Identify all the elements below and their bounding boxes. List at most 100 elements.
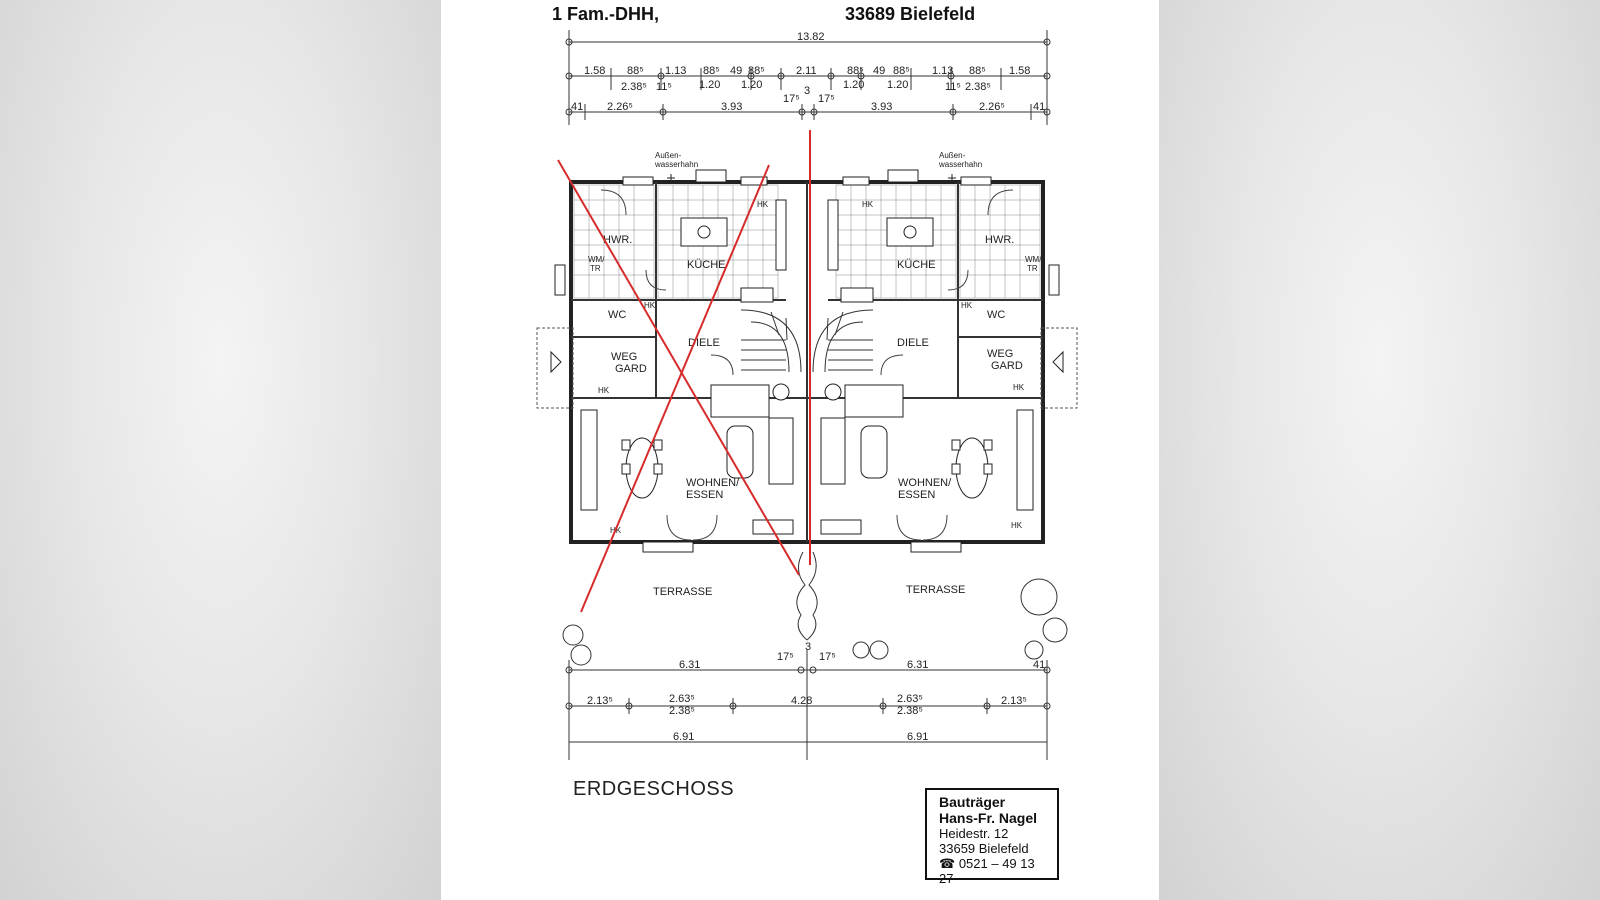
dim-top: 1.58 <box>584 65 605 77</box>
room-label: ESSEN <box>686 489 723 501</box>
builder-title: Bauträger <box>939 794 1006 810</box>
kitchen-island-right <box>827 199 934 303</box>
room-label: WOHNEN/ <box>686 477 740 489</box>
builder-city: 33659 Bielefeld <box>939 841 1029 856</box>
dim-top: 1.20 <box>887 79 908 91</box>
kitchen-island-left <box>680 199 787 303</box>
title-house-type: 1 Fam.-DHH, <box>552 4 660 24</box>
dim-top: 17⁵ <box>818 93 835 105</box>
entry-arrows <box>550 350 1064 374</box>
dim-top: 1.13 <box>932 65 953 77</box>
doors <box>600 189 1014 541</box>
dim-total-width: 13.82 <box>797 31 825 43</box>
furniture-right <box>820 383 1034 511</box>
side-entries <box>536 327 1078 409</box>
dim-bottom: 6.31 <box>679 659 700 671</box>
radiator-label: HK <box>644 301 656 310</box>
tap-label: wasserhahn <box>654 160 698 169</box>
windows <box>554 169 1060 553</box>
radiator-label: HK <box>1013 383 1025 392</box>
dim-top: 2.38⁵ <box>621 81 647 93</box>
builder-phone-row: ☎ 0521 – 49 13 27 <box>939 856 1051 886</box>
bottom-dimension-markers <box>565 666 1051 710</box>
appliance-label: TR <box>590 264 601 273</box>
room-label: WEG <box>611 351 637 363</box>
garden-path <box>796 551 818 641</box>
dim-top: 41 <box>571 101 583 113</box>
radiator-label: HK <box>862 200 874 209</box>
dim-bottom: 6.31 <box>907 659 928 671</box>
dim-top: 1.20 <box>699 79 720 91</box>
dim-bottom: 2.38⁵ <box>897 705 923 717</box>
staircase-left <box>740 309 802 373</box>
room-label: GARD <box>991 360 1023 372</box>
tap-label: Außen- <box>655 151 682 160</box>
dim-top: 88⁵ <box>703 65 720 77</box>
dim-top: 41 <box>1033 101 1045 113</box>
top-dimension-lines <box>568 30 1048 125</box>
dim-top: 88⁵ <box>893 65 910 77</box>
room-label: KÜCHE <box>897 259 936 271</box>
dim-bottom: 17⁵ <box>819 651 836 663</box>
floor-plan-sheet: 1 Fam.-DHH, 33689 Bielefeld <box>441 0 1159 900</box>
dim-bottom: 3 <box>805 641 811 653</box>
dim-bottom: 6.91 <box>673 731 694 743</box>
dim-top: 3.93 <box>871 101 892 113</box>
radiator-label: HK <box>1011 521 1023 530</box>
dim-top: 11⁵ <box>945 81 961 93</box>
dim-top: 17⁵ <box>783 93 800 105</box>
floor-label: ERDGESCHOSS <box>573 778 735 800</box>
top-dimension-markers <box>565 38 1051 116</box>
dim-top: 88⁵ <box>847 65 864 77</box>
red-cross-markings <box>557 130 811 613</box>
radiator-label: HK <box>598 386 610 395</box>
dim-top: 1.58 <box>1009 65 1030 77</box>
dim-top: 88⁵ <box>748 65 765 77</box>
dim-bottom: 17⁵ <box>777 651 794 663</box>
garden-shrubs <box>562 578 1068 666</box>
tap-markers <box>667 174 956 182</box>
dim-bottom: 6.91 <box>907 731 928 743</box>
dim-top: 2.26⁵ <box>979 101 1005 113</box>
radiator-label: HK <box>757 200 769 209</box>
room-label: DIELE <box>897 337 929 349</box>
room-label: GARD <box>615 363 647 375</box>
room-label: TERRASSE <box>906 584 965 596</box>
blurred-background-left <box>0 0 441 900</box>
room-label: HWR. <box>603 234 632 246</box>
dim-top: 2.26⁵ <box>607 101 633 113</box>
dim-top: 1.13 <box>665 65 686 77</box>
room-label: WC <box>987 309 1005 321</box>
tap-label: wasserhahn <box>938 160 982 169</box>
dim-bottom: 2.63⁵ <box>897 693 923 705</box>
builder-street: Heidestr. 12 <box>939 826 1009 841</box>
appliance-label: WM/ <box>1025 255 1042 264</box>
tiled-floor-right <box>835 184 1041 299</box>
appliance-label: TR <box>1027 264 1038 273</box>
room-label: KÜCHE <box>687 259 726 271</box>
dim-top: 88⁵ <box>969 65 986 77</box>
room-label: TERRASSE <box>653 586 712 598</box>
builder-info-box: Bauträger Hans-Fr. Nagel Heidestr. 12 33… <box>925 788 1059 886</box>
dim-bottom: 2.13⁵ <box>587 695 613 707</box>
interior-walls <box>571 182 1043 542</box>
dim-top: 2.11 <box>796 65 817 77</box>
radiator-label: HK <box>961 301 973 310</box>
dim-bottom: 2.13⁵ <box>1001 695 1027 707</box>
room-label: WEG <box>987 348 1013 360</box>
room-label: HWR. <box>985 234 1014 246</box>
builder-name: Hans-Fr. Nagel <box>939 810 1038 826</box>
tap-label: Außen- <box>939 151 966 160</box>
dim-top: 3 <box>804 85 810 97</box>
title-location: 33689 Bielefeld <box>845 4 976 24</box>
floor-plan-drawing: 13.82 1.58 88⁵ 1.13 88⁵ 49 88⁵ 2.11 88⁵ … <box>536 30 1078 760</box>
dim-top: 49 <box>873 65 885 77</box>
room-label: ESSEN <box>898 489 935 501</box>
dim-top: 1.20 <box>843 79 864 91</box>
dim-bottom: 4.28 <box>791 695 812 707</box>
staircase-right <box>812 309 874 373</box>
telephone-icon: ☎ <box>939 856 956 871</box>
dim-top: 11⁵ <box>656 81 672 93</box>
dim-top: 49 <box>730 65 742 77</box>
blurred-background-right <box>1159 0 1600 900</box>
